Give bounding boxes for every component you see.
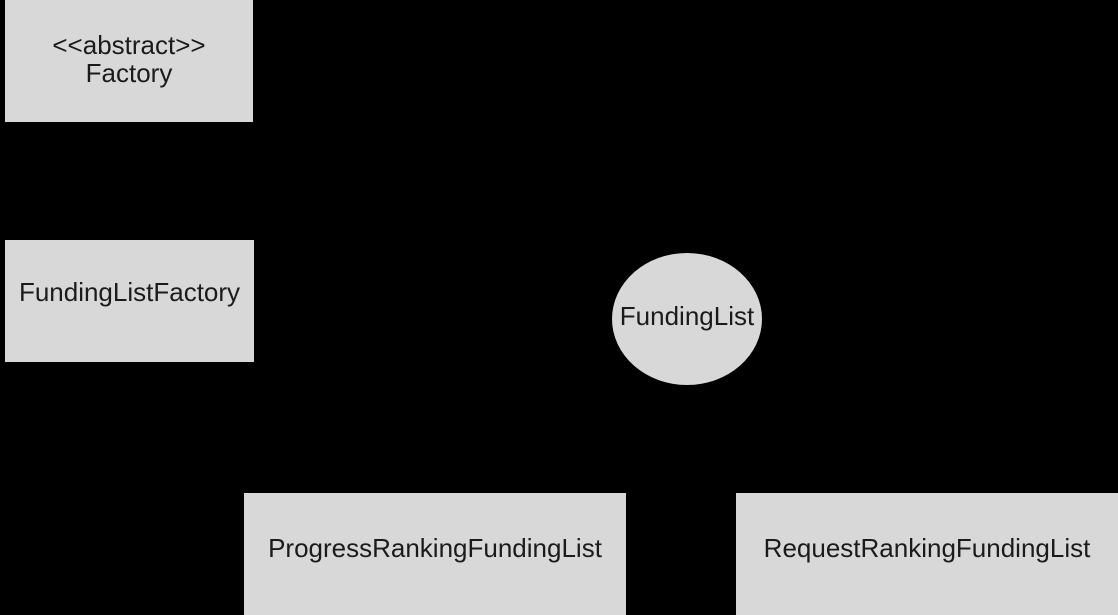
- class-name-text: Factory: [85, 58, 173, 88]
- node-progress-ranking-funding-list-label: ProgressRankingFundingList: [268, 533, 602, 563]
- stereotype-text: <<abstract>>: [52, 30, 206, 60]
- node-request-ranking-funding-list: RequestRankingFundingList: [736, 493, 1118, 615]
- node-abstract-factory-label: <<abstract>> Factory: [52, 31, 205, 87]
- node-funding-list-factory: FundingListFactory: [5, 240, 254, 362]
- node-funding-list-factory-label: FundingListFactory: [18, 277, 241, 307]
- node-funding-list: FundingList: [612, 253, 762, 385]
- node-request-ranking-funding-list-label: RequestRankingFundingList: [763, 533, 1091, 563]
- node-abstract-factory: <<abstract>> Factory: [5, 0, 253, 122]
- node-funding-list-label: FundingList: [619, 301, 755, 331]
- node-progress-ranking-funding-list: ProgressRankingFundingList: [244, 493, 626, 615]
